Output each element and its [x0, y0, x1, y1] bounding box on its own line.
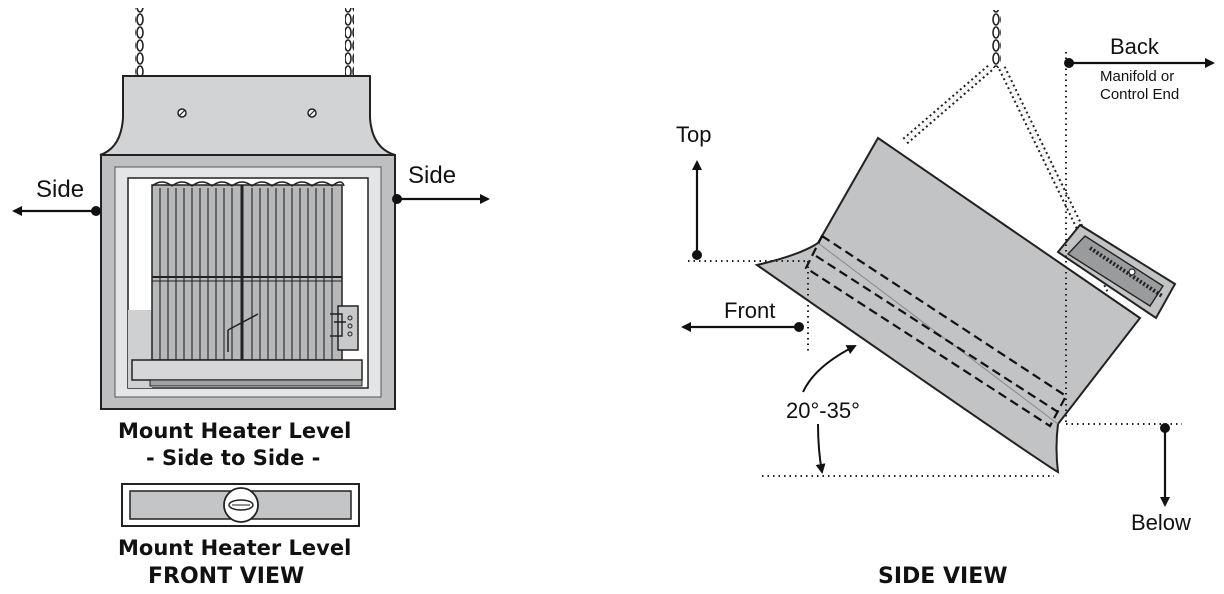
level-caption-bottom: Mount Heater Level [118, 536, 352, 560]
angle-arc-upper [802, 345, 857, 393]
angle-label: 20°-35° [786, 398, 860, 423]
back-sublabel-line1: Manifold or [1100, 68, 1175, 85]
manifold-box [1056, 223, 1177, 320]
chain-top [992, 10, 1001, 68]
front-label: Front [724, 298, 776, 323]
direction-arrows [681, 58, 1215, 507]
heater-body-side [754, 136, 1142, 474]
front-view-heater [99, 8, 396, 410]
terminal-box [330, 305, 359, 351]
element-outline-dashed [804, 234, 1068, 428]
below-label: Below [1131, 510, 1191, 535]
heating-element [151, 181, 345, 361]
screw-right [307, 108, 317, 118]
screw-left [177, 108, 187, 118]
front-side-left-label: Side [36, 176, 85, 203]
top-label: Top [676, 122, 712, 147]
side-view-heater [754, 10, 1177, 474]
front-side-right-label: Side [408, 162, 457, 189]
back-sublabel-line2: Control End [1100, 86, 1180, 103]
heater-hood [99, 75, 396, 156]
front-view-title: FRONT VIEW [148, 564, 305, 589]
side-view-title: SIDE VIEW [878, 564, 1008, 589]
side-arrows [12, 194, 490, 216]
chain-right [345, 8, 354, 78]
side-dot-left [91, 206, 101, 216]
chain-left [135, 8, 144, 78]
bottom-rail [131, 359, 363, 381]
level-caption-line1: Mount Heater Level [118, 419, 352, 443]
side-dot-right [392, 194, 402, 204]
spirit-level [121, 483, 360, 527]
back-label: Back [1110, 34, 1159, 59]
angle-arc-lower [815, 423, 826, 474]
reference-lines [688, 52, 1182, 477]
level-caption-line2: - Side to Side - [146, 446, 321, 470]
chain-front [900, 64, 993, 147]
